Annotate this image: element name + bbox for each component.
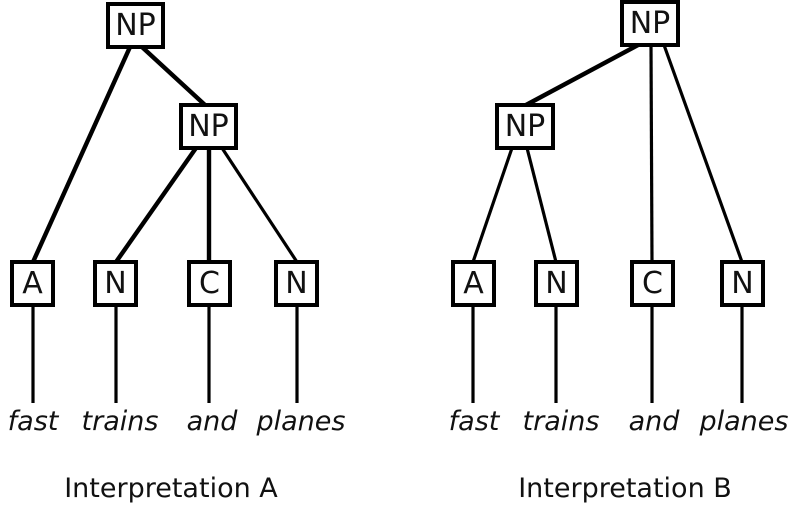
branch-line bbox=[649, 44, 654, 263]
node-label: N bbox=[545, 266, 567, 301]
node-label: C bbox=[199, 266, 220, 301]
node-b-np-root[interactable]: NP bbox=[620, 0, 680, 47]
node-box bbox=[720, 260, 765, 307]
node-b-np-inner[interactable]: NP bbox=[495, 103, 555, 150]
branch-line bbox=[524, 43, 640, 107]
node-label: A bbox=[463, 266, 484, 301]
node-b-pos-n2[interactable]: N bbox=[720, 260, 765, 307]
branch-line bbox=[140, 45, 207, 107]
node-label: NP bbox=[505, 109, 546, 144]
tree-caption: Interpretation B bbox=[518, 473, 732, 504]
node-box bbox=[451, 260, 496, 307]
tree-caption: Interpretation A bbox=[64, 473, 278, 504]
node-b-pos-a[interactable]: A bbox=[451, 260, 496, 307]
leaf-word: planes bbox=[256, 406, 346, 437]
node-a-pos-c[interactable]: C bbox=[187, 260, 232, 307]
node-box bbox=[630, 260, 675, 307]
node-label: A bbox=[22, 266, 43, 301]
node-box bbox=[274, 260, 319, 307]
leaf-word: fast bbox=[449, 406, 501, 437]
node-box bbox=[187, 260, 232, 307]
node-box bbox=[93, 260, 138, 307]
node-b-pos-n1[interactable]: N bbox=[534, 260, 579, 307]
node-label: NP bbox=[115, 8, 156, 43]
leaf-word: trains bbox=[523, 406, 600, 437]
branch-line bbox=[525, 147, 558, 263]
leaf-word: fast bbox=[8, 406, 60, 437]
branch-line bbox=[114, 146, 198, 264]
node-a-pos-a[interactable]: A bbox=[10, 260, 55, 307]
node-a-np-inner[interactable]: NP bbox=[179, 103, 238, 150]
node-box bbox=[10, 260, 55, 307]
leaf-word: trains bbox=[82, 406, 159, 437]
branch-line bbox=[662, 44, 744, 263]
node-box bbox=[620, 0, 680, 47]
node-a-pos-n2[interactable]: N bbox=[274, 260, 319, 307]
leaf-word: and bbox=[629, 406, 681, 437]
node-box bbox=[495, 103, 555, 150]
leaf-word: planes bbox=[699, 406, 789, 437]
leaf-word: and bbox=[187, 406, 239, 437]
node-label: N bbox=[285, 266, 307, 301]
branch-line bbox=[471, 147, 514, 263]
node-label: N bbox=[731, 266, 753, 301]
node-box bbox=[106, 2, 165, 49]
node-label: NP bbox=[630, 6, 671, 41]
node-b-pos-c[interactable]: C bbox=[630, 260, 675, 307]
node-label: N bbox=[104, 266, 126, 301]
node-label: C bbox=[642, 266, 663, 301]
node-a-pos-n1[interactable]: N bbox=[93, 260, 138, 307]
node-box bbox=[179, 103, 238, 150]
branch-line bbox=[220, 147, 299, 263]
node-box bbox=[534, 260, 579, 307]
node-label: NP bbox=[188, 109, 229, 144]
branch-line bbox=[30, 46, 133, 263]
node-a-np-root[interactable]: NP bbox=[106, 2, 165, 49]
